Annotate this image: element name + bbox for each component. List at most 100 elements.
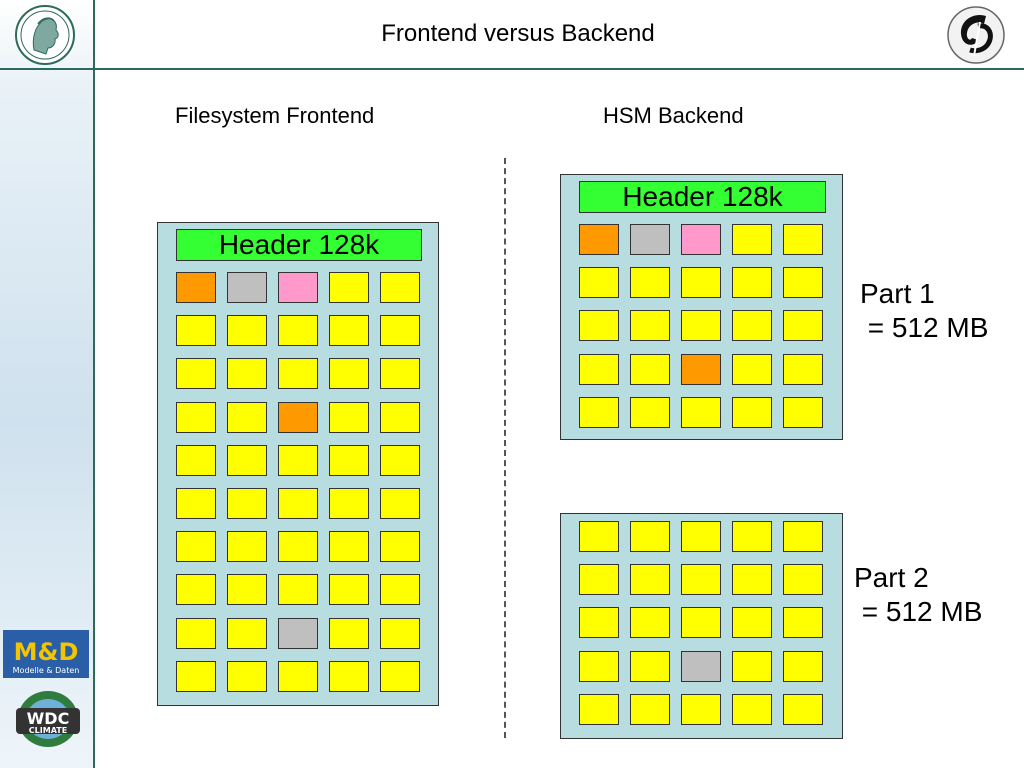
- backend-part2-block-yellow: [732, 651, 772, 682]
- frontend-block-yellow: [380, 358, 420, 389]
- frontend-block-orange: [278, 402, 318, 433]
- backend-heading: HSM Backend: [603, 103, 744, 128]
- backend-part2-block-yellow: [681, 521, 721, 552]
- frontend-block-yellow: [227, 661, 267, 692]
- max-planck-logo-icon: [15, 5, 75, 65]
- frontend-block-yellow: [380, 618, 420, 649]
- backend-part2-block-yellow: [732, 694, 772, 725]
- backend-part2-block-yellow: [783, 651, 823, 682]
- backend-part1-block-yellow: [783, 224, 823, 255]
- frontend-block-yellow: [329, 618, 369, 649]
- frontend-block-yellow: [278, 661, 318, 692]
- backend-part2-block-yellow: [630, 607, 670, 638]
- backend-part2-block-yellow: [579, 521, 619, 552]
- frontend-block-yellow: [278, 358, 318, 389]
- frontend-block-yellow: [227, 402, 267, 433]
- backend-part1-block-yellow: [732, 354, 772, 385]
- backend-part2-block-yellow: [681, 607, 721, 638]
- frontend-block-yellow: [176, 661, 216, 692]
- frontend-heading: Filesystem Frontend: [175, 103, 375, 128]
- backend-part1-block-yellow: [630, 267, 670, 298]
- frontend-block-yellow: [329, 272, 369, 303]
- part2-size: = 512 MB: [854, 596, 983, 627]
- frontend-block-yellow: [329, 445, 369, 476]
- frontend-block-yellow: [380, 445, 420, 476]
- backend-part2-block-yellow: [630, 564, 670, 595]
- backend-part2-block-yellow: [732, 521, 772, 552]
- backend-part1-block-yellow: [630, 310, 670, 341]
- backend-part1-block-yellow: [579, 354, 619, 385]
- backend-part2-panel: [560, 513, 843, 739]
- backend-part1-block-yellow: [630, 354, 670, 385]
- backend-part1-block-yellow: [732, 310, 772, 341]
- backend-part1-header-block: Header 128k: [579, 181, 826, 213]
- frontend-block-yellow: [278, 488, 318, 519]
- backend-part1-block-yellow: [579, 310, 619, 341]
- frontend-block-yellow: [278, 445, 318, 476]
- backend-part1-panel: Header 128k: [560, 174, 843, 440]
- frontend-block-yellow: [227, 315, 267, 346]
- frontend-block-gray: [278, 618, 318, 649]
- backend-part1-block-yellow: [681, 310, 721, 341]
- part1-size: = 512 MB: [860, 312, 989, 343]
- dashed-divider: [504, 158, 506, 738]
- part2-label: Part 2 = 512 MB: [854, 561, 982, 629]
- frontend-block-yellow: [278, 574, 318, 605]
- svg-text:CLIMATE: CLIMATE: [29, 726, 67, 735]
- backend-part2-block-yellow: [579, 694, 619, 725]
- backend-part1-block-yellow: [783, 397, 823, 428]
- backend-part2-block-gray: [681, 651, 721, 682]
- frontend-block-yellow: [227, 531, 267, 562]
- backend-part1-block-yellow: [783, 354, 823, 385]
- backend-part2-block-yellow: [732, 564, 772, 595]
- frontend-block-yellow: [176, 531, 216, 562]
- frontend-block-yellow: [380, 272, 420, 303]
- slide-title: Frontend versus Backend: [381, 20, 655, 47]
- md-logo-icon: M&D Modelle & Daten: [3, 630, 89, 678]
- backend-part1-block-gray: [630, 224, 670, 255]
- frontend-header-block: Header 128k: [176, 229, 422, 261]
- backend-part2-block-yellow: [732, 607, 772, 638]
- frontend-block-yellow: [329, 574, 369, 605]
- frontend-block-yellow: [278, 315, 318, 346]
- backend-part1-block-yellow: [732, 397, 772, 428]
- backend-part1-block-yellow: [579, 397, 619, 428]
- frontend-block-yellow: [380, 661, 420, 692]
- frontend-block-yellow: [227, 618, 267, 649]
- part1-label: Part 1 = 512 MB: [860, 277, 988, 345]
- svg-text:Modelle & Daten: Modelle & Daten: [13, 666, 80, 675]
- frontend-block-yellow: [329, 488, 369, 519]
- frontend-block-yellow: [329, 661, 369, 692]
- backend-part2-block-yellow: [681, 694, 721, 725]
- backend-part1-block-yellow: [783, 310, 823, 341]
- backend-part1-block-yellow: [681, 397, 721, 428]
- backend-part1-block-yellow: [630, 397, 670, 428]
- frontend-block-yellow: [176, 445, 216, 476]
- backend-part1-block-orange: [579, 224, 619, 255]
- frontend-block-yellow: [176, 358, 216, 389]
- svg-text:M&D: M&D: [14, 638, 79, 666]
- frontend-block-yellow: [329, 358, 369, 389]
- backend-part1-block-pink: [681, 224, 721, 255]
- frontend-block-yellow: [176, 488, 216, 519]
- wdc-climate-logo-icon: WDC CLIMATE: [16, 691, 80, 747]
- frontend-block-yellow: [227, 358, 267, 389]
- frontend-file-panel: Header 128k: [157, 222, 439, 706]
- backend-part2-block-yellow: [783, 694, 823, 725]
- frontend-block-yellow: [329, 531, 369, 562]
- backend-part2-block-yellow: [630, 651, 670, 682]
- backend-part1-block-yellow: [783, 267, 823, 298]
- backend-part2-block-yellow: [783, 607, 823, 638]
- title-rule: [0, 68, 1024, 70]
- backend-part1-block-yellow: [732, 267, 772, 298]
- backend-part1-block-yellow: [579, 267, 619, 298]
- backend-part2-block-yellow: [630, 521, 670, 552]
- backend-part2-block-yellow: [579, 607, 619, 638]
- backend-part2-block-yellow: [783, 521, 823, 552]
- backend-part1-block-yellow: [732, 224, 772, 255]
- frontend-block-yellow: [380, 488, 420, 519]
- frontend-block-yellow: [278, 531, 318, 562]
- backend-part1-block-orange: [681, 354, 721, 385]
- frontend-block-yellow: [176, 315, 216, 346]
- backend-part2-block-yellow: [579, 651, 619, 682]
